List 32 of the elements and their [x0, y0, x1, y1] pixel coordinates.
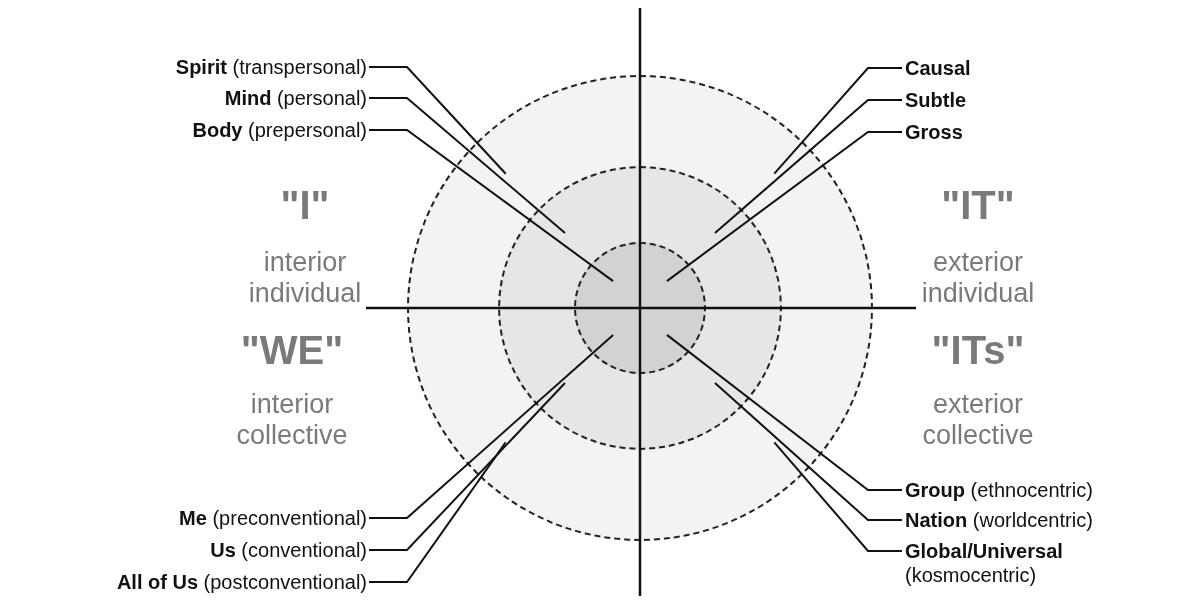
- quadrant-description: interior individual: [247, 247, 363, 309]
- quadrant-heading: "I": [279, 183, 331, 227]
- quadrant-heading: "WE": [239, 328, 345, 372]
- level-label: Mind (personal): [224, 86, 367, 110]
- level-label: Subtle: [905, 88, 1155, 112]
- leader-line: [368, 333, 615, 519]
- quadrant-description: exterior individual: [920, 247, 1036, 309]
- level-label: Group (ethnocentric): [905, 478, 1155, 502]
- leader-line: [368, 97, 566, 234]
- leader-line: [714, 382, 903, 521]
- leader-line: [714, 99, 903, 234]
- leader-line: [368, 129, 615, 283]
- level-label: Nation (worldcentric): [905, 508, 1155, 532]
- quadrant-heading: "IT": [940, 183, 1016, 227]
- leader-line: [665, 333, 903, 491]
- quadrant-heading: "ITs": [930, 328, 1026, 372]
- leader-line: [368, 441, 507, 583]
- quadrant-description: exterior collective: [921, 389, 1035, 451]
- leader-line: [773, 441, 903, 552]
- quadrant-description: interior collective: [235, 389, 349, 451]
- leader-line: [368, 382, 566, 551]
- leader-line: [773, 67, 903, 175]
- level-label: Me (preconventional): [179, 506, 367, 530]
- level-label: All of Us (postconventional): [116, 570, 367, 594]
- level-label: Causal: [905, 56, 1155, 80]
- leader-line: [665, 131, 903, 283]
- level-label: Us (conventional): [210, 538, 367, 562]
- level-label: Global/Universal (kosmocentric): [905, 539, 1155, 587]
- level-label: Gross: [905, 120, 1155, 144]
- level-label: Body (prepersonal): [192, 118, 367, 142]
- leader-line: [368, 66, 507, 175]
- level-label: Spirit (transpersonal): [175, 55, 367, 79]
